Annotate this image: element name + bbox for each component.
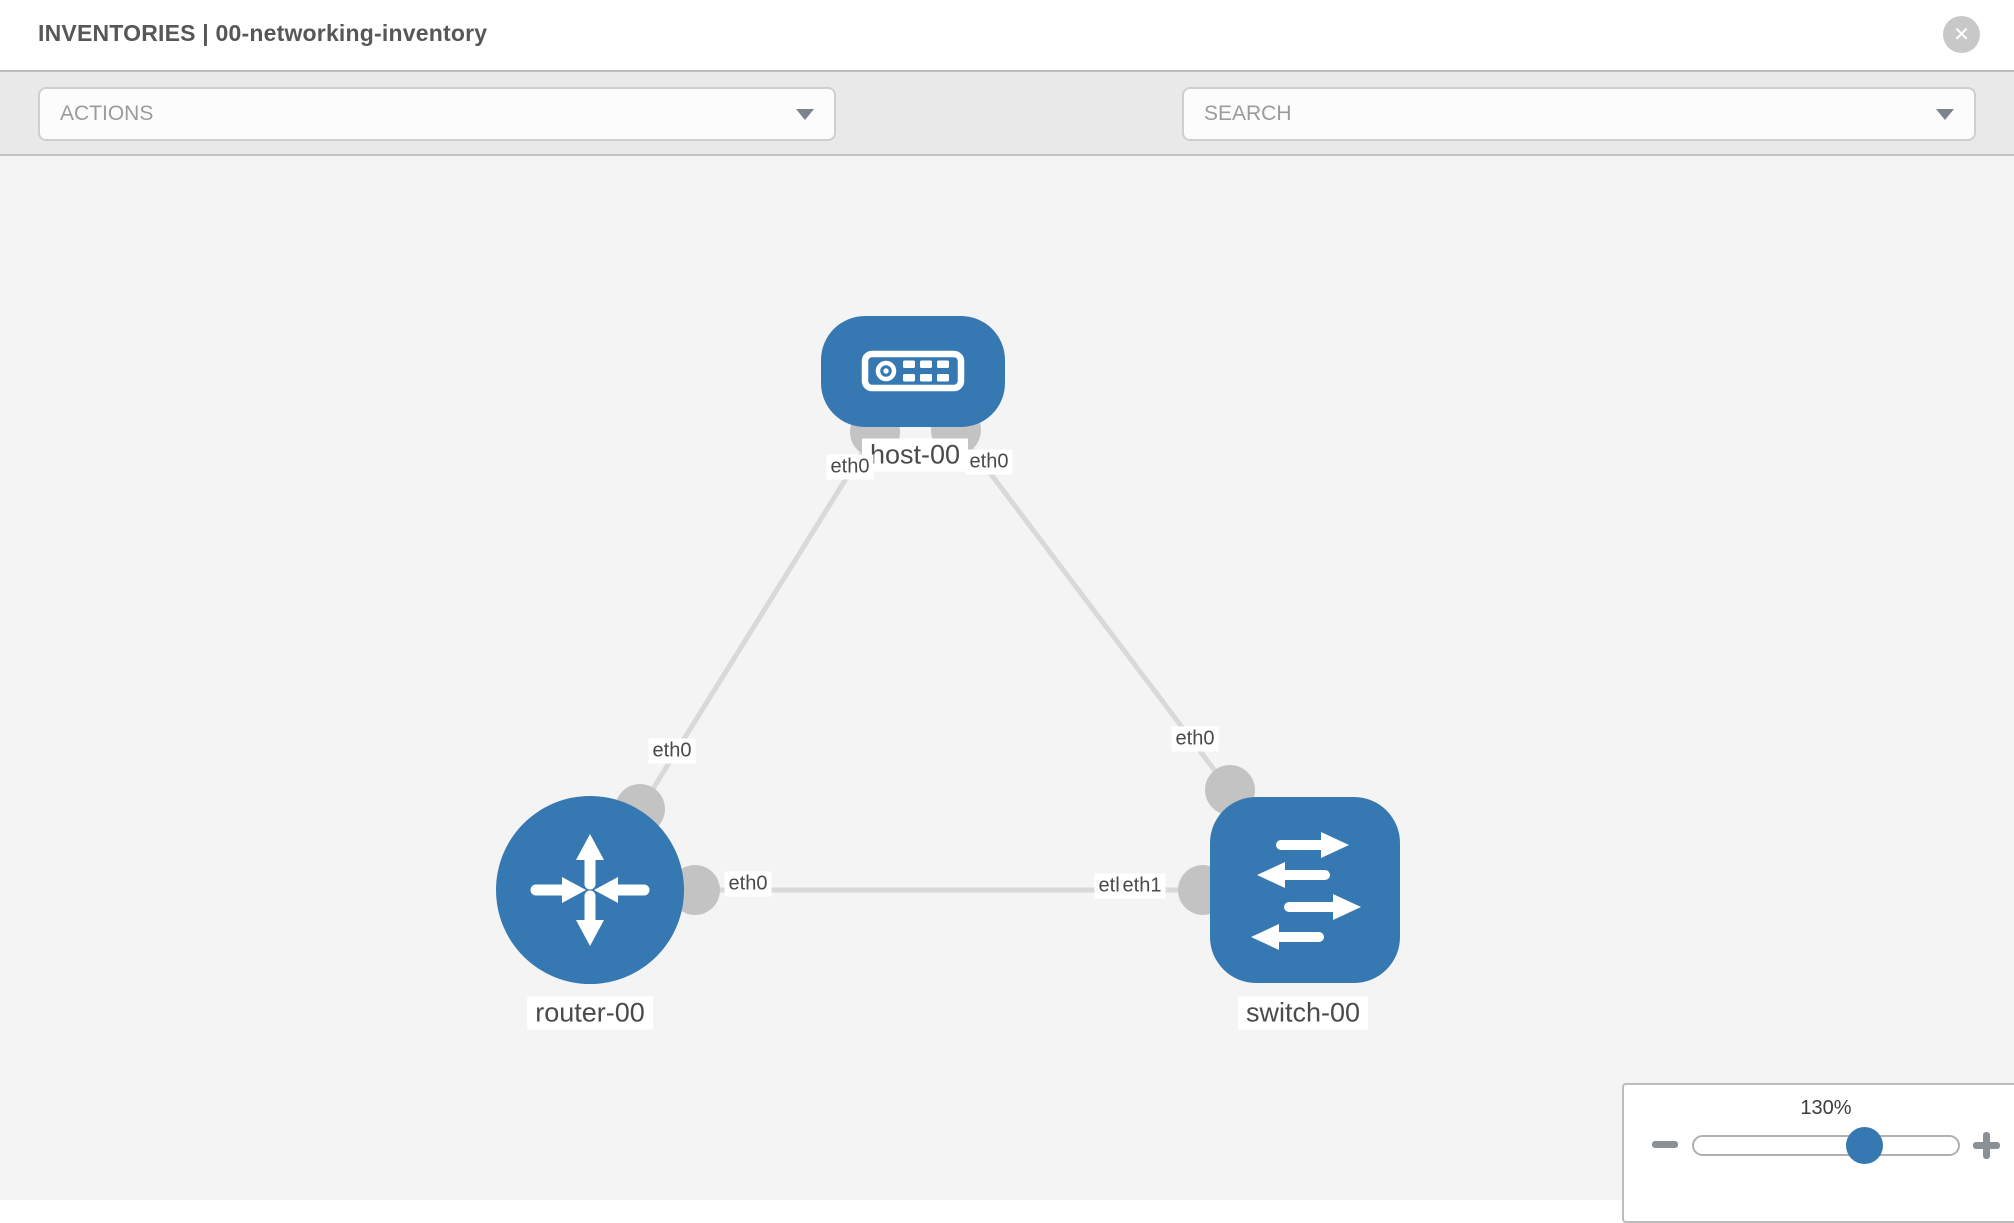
zoom-control: 130% [1622, 1083, 2014, 1223]
interface-label: eth0 [1171, 726, 1219, 752]
actions-dropdown-label: ACTIONS [60, 102, 154, 125]
node-switch-00[interactable] [1210, 797, 1400, 983]
node-router-00[interactable] [496, 796, 684, 984]
search-dropdown[interactable]: SEARCH [1182, 87, 1976, 141]
close-icon[interactable]: ✕ [1943, 16, 1980, 53]
zoom-level: 130% [1800, 1097, 1852, 1119]
zoom-slider-knob[interactable] [1846, 1127, 1884, 1164]
links-layer [587, 369, 1307, 915]
toolbar: ACTIONS SEARCH [0, 70, 2014, 206]
search-dropdown-label: SEARCH [1204, 102, 1292, 125]
header-bar: INVENTORIES | 00-networking-inventory ✕ [0, 0, 2014, 70]
chevron-down-icon [1936, 108, 1954, 120]
topology-canvas[interactable]: host-00 router-00 switch-00 eth0 eth0 eth0… [0, 156, 2014, 1200]
node-host-00[interactable] [821, 315, 1005, 427]
router-icon [530, 834, 650, 946]
page-title: INVENTORIES | 00-networking-inventory [38, 20, 488, 46]
zoom-slider-track[interactable] [1692, 1135, 1960, 1156]
actions-dropdown[interactable]: ACTIONS [38, 87, 836, 141]
interface-label: eth1 [1118, 873, 1166, 899]
interface-label: eth0 [724, 871, 772, 897]
zoom-out-icon[interactable] [1652, 1141, 1678, 1148]
zoom-in-icon[interactable] [1973, 1132, 2000, 1159]
chevron-down-icon [796, 108, 814, 120]
interface-label: eth0 [648, 738, 696, 764]
host-icon [861, 350, 965, 392]
interface-label: eth0 [826, 454, 874, 480]
node-label-host-00: host-00 [861, 438, 969, 472]
interface-label: eth0 [965, 449, 1013, 475]
node-label-router-00: router-00 [527, 996, 653, 1030]
switch-icon [1251, 832, 1361, 950]
node-label-switch-00: switch-00 [1237, 996, 1369, 1030]
